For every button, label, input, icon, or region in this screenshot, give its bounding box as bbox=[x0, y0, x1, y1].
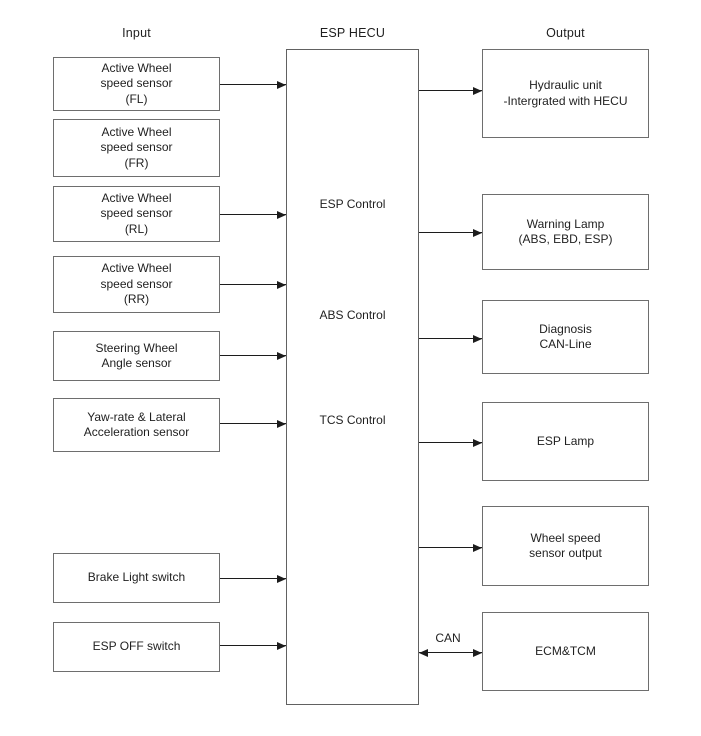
box-label: Active Wheel speed sensor (FL) bbox=[100, 60, 173, 106]
box-label: Active Wheel speed sensor (FR) bbox=[100, 124, 173, 170]
box-label: Wheel speed sensor output bbox=[529, 530, 602, 561]
input-box-steering-wheel-angle-sensor: Steering Wheel Angle sensor bbox=[53, 331, 220, 381]
arrow-hecu-to-esp-lamp bbox=[419, 442, 482, 443]
box-label: Hydraulic unit -Intergrated with HECU bbox=[503, 78, 628, 108]
arrow-brake-switch-to-hecu bbox=[220, 578, 286, 579]
arrow-hecu-ecm-tcm-bidirectional bbox=[419, 652, 482, 653]
esp-hecu-box: ESP Control ABS Control TCS Control bbox=[286, 49, 419, 705]
arrow-hecu-to-hydraulic-unit bbox=[419, 90, 482, 91]
output-box-warning-lamp: Warning Lamp (ABS, EBD, ESP) bbox=[482, 194, 649, 270]
box-label: ESP OFF switch bbox=[92, 639, 181, 654]
box-label: Brake Light switch bbox=[87, 570, 186, 585]
input-box-yaw-rate-lateral-acceleration-sensor: Yaw-rate & Lateral Acceleration sensor bbox=[53, 398, 220, 452]
box-label: Active Wheel speed sensor (RL) bbox=[100, 190, 173, 236]
box-label: ECM&TCM bbox=[535, 643, 596, 658]
arrow-hecu-to-wheel-speed-output bbox=[419, 547, 482, 548]
output-box-hydraulic-unit: Hydraulic unit -Intergrated with HECU bbox=[482, 49, 649, 138]
arrow-rr-sensor-to-hecu bbox=[220, 284, 286, 285]
arrow-rl-sensor-to-hecu bbox=[220, 214, 286, 215]
arrow-steering-sensor-to-hecu bbox=[220, 355, 286, 356]
output-box-wheel-speed-sensor-output: Wheel speed sensor output bbox=[482, 506, 649, 586]
arrow-esp-off-switch-to-hecu bbox=[220, 645, 286, 646]
output-box-ecm-tcm: ECM&TCM bbox=[482, 612, 649, 691]
box-label: Yaw-rate & Lateral Acceleration sensor bbox=[83, 409, 190, 440]
input-box-wheel-speed-sensor-fr: Active Wheel speed sensor (FR) bbox=[53, 119, 220, 177]
box-label: Steering Wheel Angle sensor bbox=[95, 340, 178, 371]
input-box-wheel-speed-sensor-rl: Active Wheel speed sensor (RL) bbox=[53, 186, 220, 242]
input-box-wheel-speed-sensor-fl: Active Wheel speed sensor (FL) bbox=[53, 57, 220, 111]
abs-control-label: ABS Control bbox=[319, 308, 386, 322]
input-box-wheel-speed-sensor-rr: Active Wheel speed sensor (RR) bbox=[53, 256, 220, 313]
box-label: Active Wheel speed sensor (RR) bbox=[100, 261, 173, 307]
input-box-brake-light-switch: Brake Light switch bbox=[53, 553, 220, 603]
output-box-diagnosis-can-line: Diagnosis CAN-Line bbox=[482, 300, 649, 374]
output-box-esp-lamp: ESP Lamp bbox=[482, 402, 649, 481]
column-header-output: Output bbox=[546, 26, 585, 40]
arrow-hecu-to-warning-lamp bbox=[419, 232, 482, 233]
column-header-esp-hecu: ESP HECU bbox=[319, 26, 386, 40]
arrow-fl-sensor-to-hecu bbox=[220, 84, 286, 85]
arrow-hecu-to-diagnosis bbox=[419, 338, 482, 339]
input-box-esp-off-switch: ESP OFF switch bbox=[53, 622, 220, 672]
arrow-yaw-sensor-to-hecu bbox=[220, 423, 286, 424]
esp-control-label: ESP Control bbox=[319, 197, 386, 211]
box-label: Diagnosis CAN-Line bbox=[539, 321, 592, 352]
tcs-control-label: TCS Control bbox=[319, 413, 386, 427]
column-header-input: Input bbox=[122, 26, 151, 40]
box-label: Warning Lamp (ABS, EBD, ESP) bbox=[518, 216, 613, 247]
can-bus-label: CAN bbox=[435, 631, 461, 645]
box-label: ESP Lamp bbox=[536, 433, 595, 448]
